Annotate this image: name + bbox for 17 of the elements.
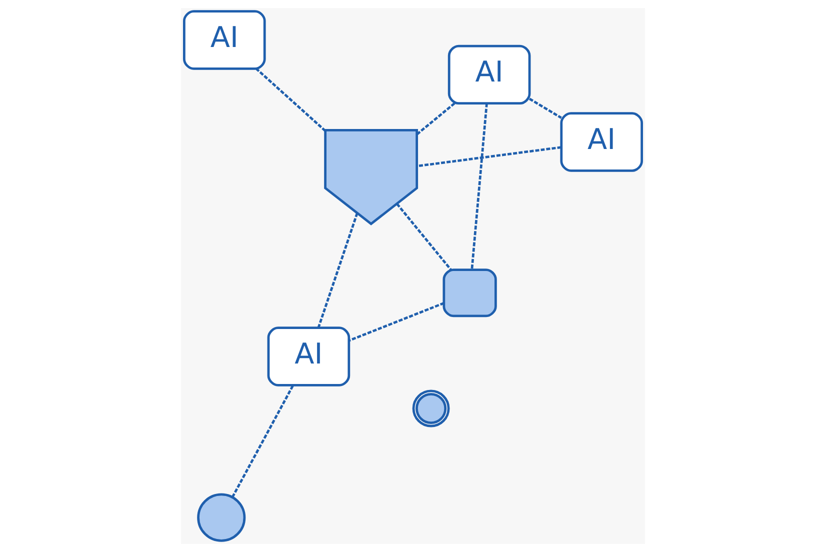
connector <box>470 103 488 270</box>
connector <box>528 98 562 119</box>
node-circle <box>197 493 246 542</box>
node-box: AI <box>560 112 644 172</box>
node-box: AI <box>183 10 266 70</box>
connector <box>256 68 326 132</box>
connector <box>317 212 358 328</box>
node-box: AI <box>448 44 531 105</box>
node-box: AI <box>267 326 350 386</box>
node-box <box>442 268 497 318</box>
connector <box>348 302 444 342</box>
connector <box>396 203 452 270</box>
connector <box>416 102 456 136</box>
node-shield <box>324 129 418 226</box>
connector <box>231 384 294 498</box>
node-picture <box>412 390 450 428</box>
connector <box>416 146 562 168</box>
